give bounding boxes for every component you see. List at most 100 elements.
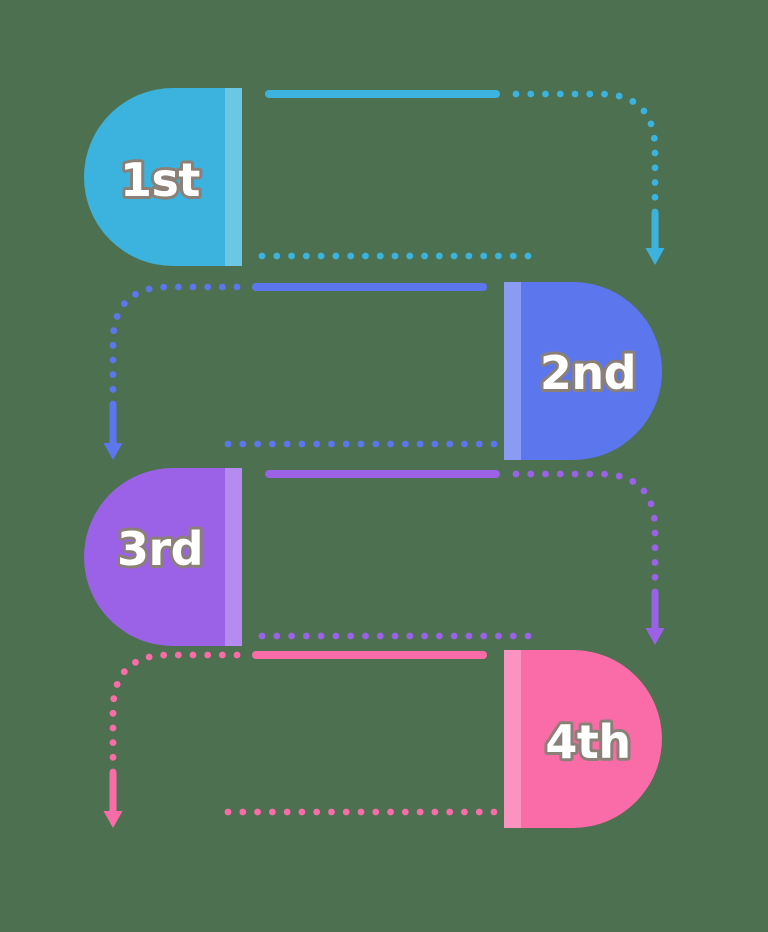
path-dot bbox=[145, 653, 153, 661]
step-label: 1st bbox=[120, 153, 200, 207]
path-dot bbox=[120, 668, 128, 676]
path-dot bbox=[647, 120, 655, 128]
underline-dot bbox=[406, 632, 414, 640]
underline-dot bbox=[446, 808, 454, 816]
connector-arrow-shaft bbox=[651, 592, 659, 630]
path-dot bbox=[571, 470, 579, 478]
underline-dot bbox=[268, 440, 276, 448]
underline-dot bbox=[298, 440, 306, 448]
path-dot bbox=[512, 90, 520, 98]
underline-dot bbox=[317, 632, 325, 640]
path-dot bbox=[204, 283, 212, 291]
path-dot bbox=[233, 283, 241, 291]
underline-dot bbox=[387, 808, 394, 816]
step-label: 4th bbox=[545, 715, 630, 769]
path-dot bbox=[109, 709, 117, 717]
underline-dot bbox=[431, 440, 439, 448]
path-dot bbox=[651, 544, 659, 552]
underline-dot bbox=[362, 632, 369, 640]
connector-step-1 bbox=[258, 90, 665, 265]
underline-dot bbox=[387, 440, 394, 448]
path-dot bbox=[650, 514, 658, 522]
path-dot bbox=[601, 90, 608, 98]
path-dot bbox=[109, 371, 117, 379]
connector-dotted-underline bbox=[258, 632, 532, 640]
underline-dot bbox=[342, 440, 350, 448]
connector-dotted-curve bbox=[109, 283, 241, 408]
path-dot bbox=[586, 90, 594, 98]
step-3[interactable]: 3rd bbox=[84, 468, 242, 646]
underline-dot bbox=[342, 808, 350, 816]
path-dot bbox=[120, 300, 128, 308]
path-dot bbox=[651, 179, 659, 186]
underline-dot bbox=[347, 632, 355, 640]
step-capsule-body bbox=[504, 650, 662, 828]
underline-dot bbox=[509, 252, 517, 260]
underline-dot bbox=[298, 808, 306, 816]
path-dot bbox=[109, 341, 117, 349]
path-dot bbox=[109, 356, 117, 364]
step-accent-strip bbox=[225, 88, 242, 266]
underline-dot bbox=[258, 632, 266, 640]
underline-dot bbox=[273, 252, 281, 260]
underline-dot bbox=[302, 252, 310, 260]
connector-arrow-shaft bbox=[651, 212, 659, 250]
underline-dot bbox=[283, 808, 291, 816]
path-dot bbox=[218, 651, 226, 659]
underline-dot bbox=[347, 252, 355, 260]
path-dot bbox=[527, 90, 535, 98]
underline-dot bbox=[302, 632, 310, 640]
connector-solid-bar bbox=[265, 470, 500, 478]
path-dot bbox=[109, 385, 117, 393]
path-dot bbox=[160, 651, 168, 659]
underline-dot bbox=[461, 440, 468, 448]
step-2[interactable]: 2nd bbox=[504, 282, 662, 460]
connector-step-2 bbox=[103, 283, 498, 460]
underline-dot bbox=[465, 252, 473, 260]
path-dot bbox=[615, 472, 623, 480]
underline-dot bbox=[258, 252, 266, 260]
path-dot bbox=[651, 193, 659, 201]
step-accent-strip bbox=[504, 650, 521, 828]
path-dot bbox=[571, 90, 579, 98]
path-dot bbox=[629, 98, 637, 105]
path-dot bbox=[629, 478, 637, 485]
underline-dot bbox=[332, 252, 340, 260]
step-accent-strip bbox=[504, 282, 521, 460]
underline-dot bbox=[288, 632, 295, 640]
connector-solid-bar bbox=[252, 283, 487, 291]
underline-dot bbox=[480, 252, 488, 260]
connector-dotted-curve bbox=[109, 651, 241, 776]
underline-dot bbox=[362, 252, 369, 260]
underline-dot bbox=[376, 252, 384, 260]
step-4[interactable]: 4th bbox=[504, 650, 662, 828]
connector-arrow-shaft bbox=[109, 404, 117, 445]
path-dot bbox=[651, 149, 659, 157]
connector-step-4 bbox=[103, 651, 498, 828]
underline-dot bbox=[435, 632, 443, 640]
underline-dot bbox=[357, 440, 365, 448]
path-dot bbox=[651, 529, 659, 537]
path-dot bbox=[512, 470, 520, 478]
underline-dot bbox=[490, 440, 498, 448]
underline-dot bbox=[372, 808, 380, 816]
underline-dot bbox=[406, 252, 414, 260]
underline-dot bbox=[273, 632, 281, 640]
step-1[interactable]: 1st bbox=[84, 88, 242, 266]
path-dot bbox=[586, 470, 594, 478]
connector-dotted-underline bbox=[224, 440, 498, 448]
underline-dot bbox=[283, 440, 291, 448]
underline-dot bbox=[328, 808, 335, 816]
connector-arrow-head bbox=[645, 248, 665, 265]
underline-dot bbox=[254, 808, 261, 816]
underline-dot bbox=[254, 440, 261, 448]
path-dot bbox=[556, 90, 564, 98]
underline-dot bbox=[475, 808, 483, 816]
step-capsule-body bbox=[504, 282, 662, 460]
underline-dot bbox=[372, 440, 380, 448]
connector-dotted-curve bbox=[512, 470, 659, 596]
connector-arrow-head bbox=[645, 628, 665, 645]
underline-dot bbox=[450, 632, 458, 640]
underline-dot bbox=[490, 808, 498, 816]
underline-dot bbox=[224, 808, 232, 816]
